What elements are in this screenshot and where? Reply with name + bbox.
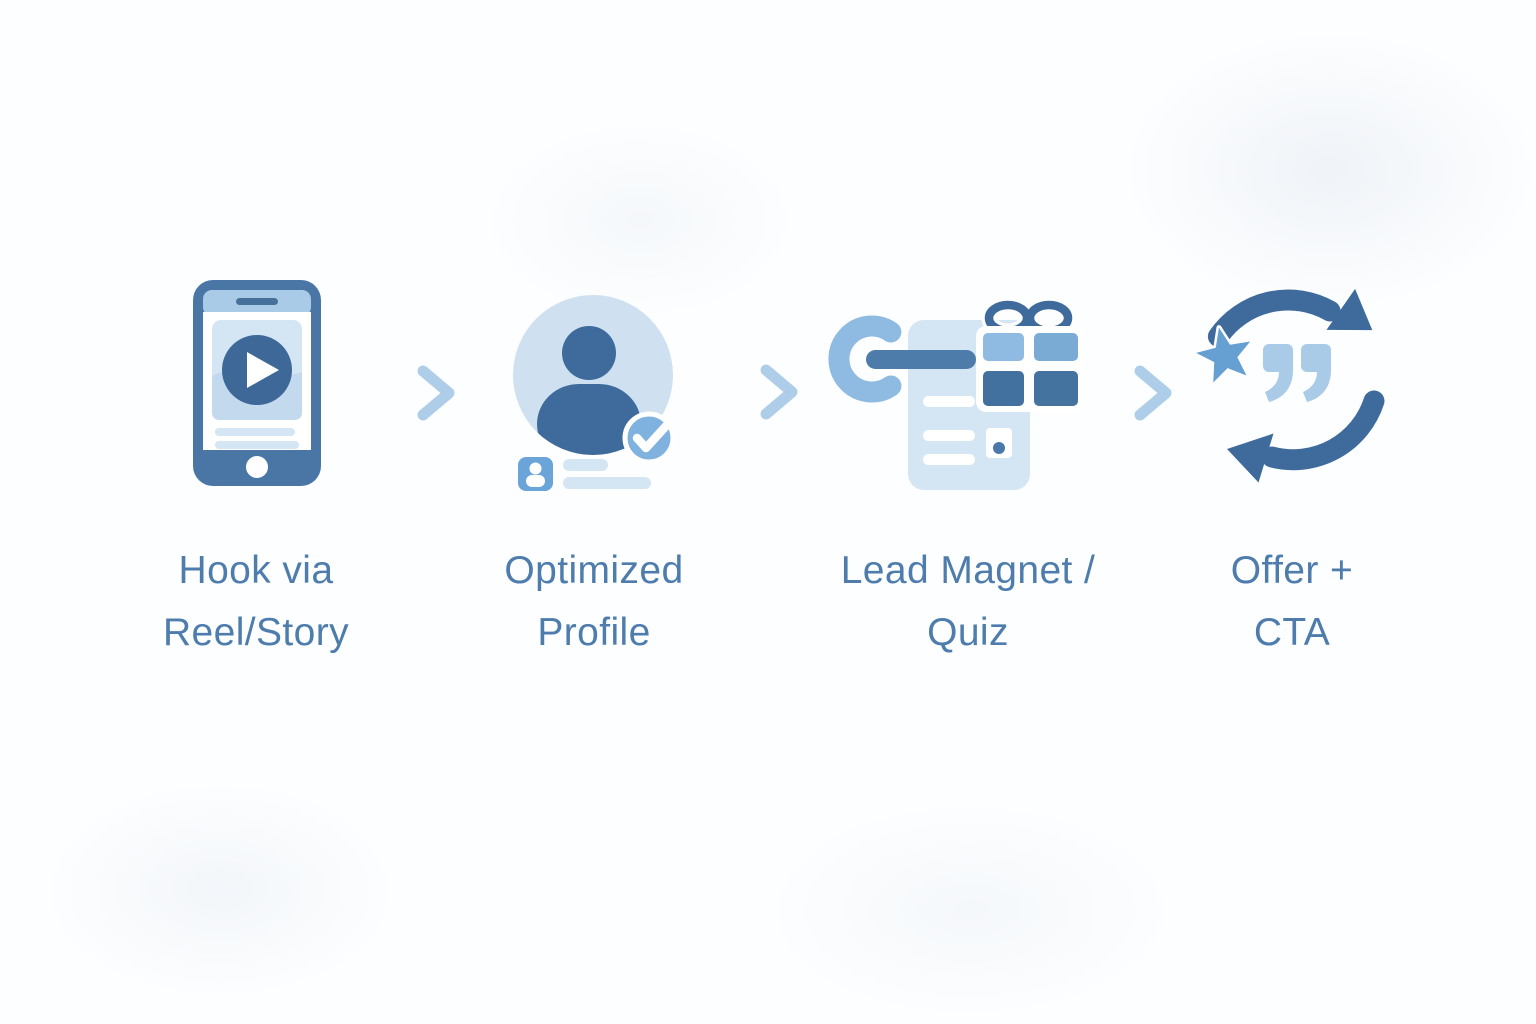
step-label-line: Optimized	[504, 549, 684, 592]
flow-arrow-icon	[376, 365, 455, 421]
step-label-line: Profile	[537, 611, 651, 654]
step-label-offer-cta: Offer + CTA	[1102, 540, 1482, 664]
flow-arrow-icon	[1093, 365, 1172, 421]
lead-magnet-gift-form-icon	[828, 297, 1084, 490]
step-label-line: Hook via	[178, 549, 334, 592]
background-blob	[1120, 30, 1536, 310]
step-label-line: CTA	[1253, 611, 1331, 654]
step-label-line: Offer +	[1230, 549, 1354, 592]
step-label-line: Quiz	[927, 611, 1009, 654]
smartphone-reel-play-icon	[193, 280, 321, 486]
step-label-profile: Optimized Profile	[404, 540, 784, 664]
background-blob	[760, 800, 1180, 1020]
step-label-line: Reel/Story	[162, 611, 350, 654]
profile-verified-icon	[513, 295, 676, 491]
step-label-line: Lead Magnet /	[840, 549, 1096, 592]
step-label-hook: Hook via Reel/Story	[66, 540, 446, 664]
offer-cycle-quote-star-icon	[1193, 288, 1385, 483]
background-blob	[40, 780, 400, 1000]
step-label-lead-magnet: Lead Magnet / Quiz	[778, 540, 1158, 664]
flow-arrow-icon	[719, 364, 798, 420]
